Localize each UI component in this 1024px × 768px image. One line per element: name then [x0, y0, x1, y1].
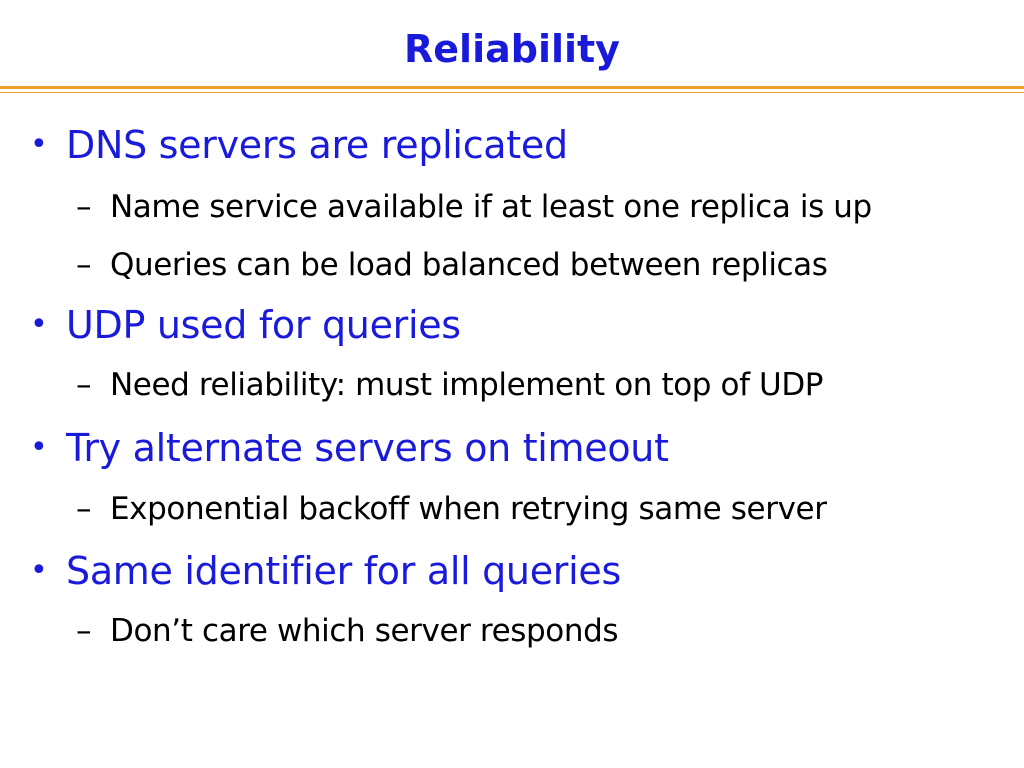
bullet-glyph: •	[30, 430, 48, 465]
sub-bullet-text: Don’t care which server responds	[110, 613, 619, 649]
sub-bullet-text: Queries can be load balanced between rep…	[110, 247, 828, 283]
title-divider-thick	[0, 86, 1024, 89]
bullet-text: DNS servers are replicated	[66, 123, 568, 167]
bullet-item: • Same identifier for all queries	[30, 548, 621, 594]
sub-bullet-text: Exponential backoff when retrying same s…	[110, 491, 827, 527]
sub-bullet-glyph: –	[76, 367, 92, 403]
sub-bullet-item: –Need reliability: must implement on top…	[76, 366, 824, 404]
bullet-text: UDP used for queries	[66, 303, 461, 347]
sub-bullet-glyph: –	[76, 189, 92, 225]
sub-bullet-glyph: –	[76, 491, 92, 527]
bullet-text: Try alternate servers on timeout	[66, 426, 669, 470]
sub-bullet-item: –Queries can be load balanced between re…	[76, 246, 828, 284]
sub-bullet-glyph: –	[76, 613, 92, 649]
sub-bullet-glyph: –	[76, 247, 92, 283]
bullet-glyph: •	[30, 307, 48, 342]
slide-title: Reliability	[404, 27, 620, 71]
sub-bullet-item: –Don’t care which server responds	[76, 612, 619, 650]
bullet-text: Same identifier for all queries	[66, 549, 621, 593]
bullet-item: • Try alternate servers on timeout	[30, 425, 669, 471]
title-divider-thin	[0, 92, 1024, 93]
sub-bullet-text: Need reliability: must implement on top …	[110, 367, 824, 403]
bullet-item: • UDP used for queries	[30, 302, 461, 348]
bullet-item: • DNS servers are replicated	[30, 122, 568, 168]
sub-bullet-item: –Exponential backoff when retrying same …	[76, 490, 827, 528]
bullet-glyph: •	[30, 553, 48, 588]
bullet-glyph: •	[30, 127, 48, 162]
sub-bullet-item: –Name service available if at least one …	[76, 188, 872, 226]
sub-bullet-text: Name service available if at least one r…	[110, 189, 872, 225]
